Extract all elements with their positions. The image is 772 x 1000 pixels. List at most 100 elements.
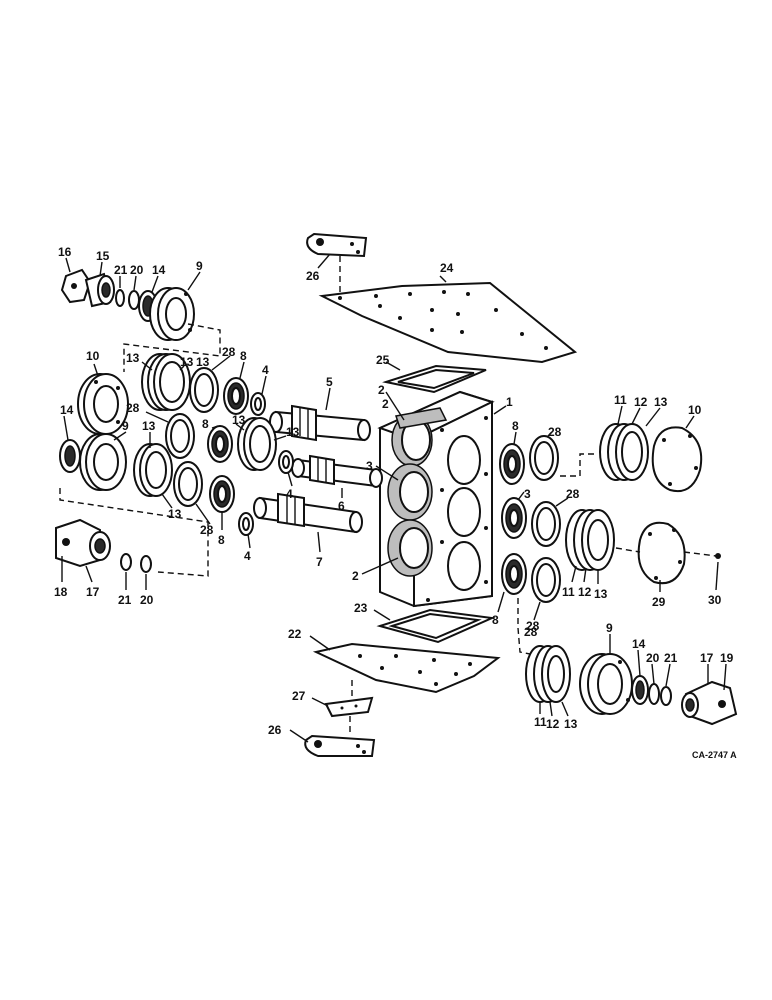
label-9-right: 9 xyxy=(606,621,613,635)
leader-5 xyxy=(325,387,331,411)
washer-20-top xyxy=(128,290,140,310)
label-2-top: 2 xyxy=(378,383,385,397)
leader-12-b xyxy=(583,567,587,583)
label-9-mid: 9 xyxy=(122,419,129,433)
leader-28-a xyxy=(211,355,231,371)
leader-13-f xyxy=(161,493,173,509)
shaft-6 xyxy=(291,454,383,488)
yoke-17-19-right xyxy=(681,680,738,726)
leader-21-c xyxy=(665,663,671,687)
leader-16 xyxy=(65,257,71,273)
leader-1 xyxy=(493,405,507,415)
label-14-mid: 14 xyxy=(60,403,74,417)
leader-7 xyxy=(317,531,321,553)
shim-pack-right-bottom xyxy=(525,645,571,703)
leader-4-top xyxy=(261,375,267,395)
leader-3 xyxy=(375,465,399,481)
top-mounting-bracket xyxy=(306,232,368,258)
label-30: 30 xyxy=(708,593,722,607)
drawing-code: CA-2747 A xyxy=(692,750,737,760)
yoke-18-17 xyxy=(55,518,111,568)
leader-13-g xyxy=(645,407,661,427)
leader-12-c xyxy=(549,701,553,717)
leader-15 xyxy=(99,261,103,277)
label-20-right: 20 xyxy=(646,651,660,665)
leader-14-b xyxy=(63,415,69,441)
label-8-right-top: 8 xyxy=(512,419,519,433)
race-28-left-top xyxy=(189,367,219,413)
label-3-right: 3 xyxy=(524,487,531,501)
label-26-top: 26 xyxy=(306,269,320,283)
label-21-right: 21 xyxy=(664,651,678,665)
label-12-mid: 12 xyxy=(578,585,592,599)
shim-plate xyxy=(324,696,374,718)
top-cover-plate xyxy=(318,281,578,364)
label-17-left: 17 xyxy=(86,585,100,599)
label-13-e: 13 xyxy=(142,419,156,433)
bearing-8-right-mid xyxy=(501,497,527,539)
race-28-right-bottom xyxy=(531,557,561,603)
label-13-c: 13 xyxy=(232,413,246,427)
leader-25 xyxy=(385,361,401,371)
leader-28-d xyxy=(547,431,553,437)
leader-11-b xyxy=(571,565,577,583)
shim-pack-right-top xyxy=(599,423,649,481)
label-8-b: 8 xyxy=(202,417,209,431)
cover-10-left xyxy=(77,373,129,435)
leader-13-i xyxy=(561,701,569,717)
label-13-extra: 13 xyxy=(196,355,210,369)
leader-27 xyxy=(311,697,329,707)
label-20-left: 20 xyxy=(140,593,154,607)
shaft-7 xyxy=(253,492,363,534)
dash-right-mid xyxy=(615,547,717,557)
label-8-a: 8 xyxy=(240,349,247,363)
label-6: 6 xyxy=(338,499,345,513)
leader-14-c xyxy=(637,649,641,677)
leader-9-b xyxy=(113,431,127,441)
label-4-top: 4 xyxy=(262,363,269,377)
leader-19 xyxy=(723,663,727,691)
cover-29 xyxy=(637,521,686,585)
label-27: 27 xyxy=(292,689,306,703)
washer-20-left xyxy=(140,555,152,573)
race-28-left-mid xyxy=(165,413,195,459)
leader-11-a xyxy=(617,405,623,425)
dash-left-bottom xyxy=(59,488,209,577)
label-8-c: 8 xyxy=(218,533,225,547)
label-3: 3 xyxy=(366,459,373,473)
leader-2-bottom xyxy=(361,557,399,575)
label-24: 24 xyxy=(440,261,454,275)
leader-14-a xyxy=(151,275,159,293)
leader-8-d xyxy=(513,431,517,445)
shim-pack-right-mid xyxy=(565,509,615,571)
bearing-8-right-bottom xyxy=(501,553,527,595)
label-22: 22 xyxy=(288,627,302,641)
washer-20-right xyxy=(648,683,660,705)
label-28-extra: 28 xyxy=(524,625,538,639)
leader-8-a xyxy=(239,361,245,379)
spacer-4-mid xyxy=(278,450,294,474)
label-11-top: 11 xyxy=(614,393,627,407)
top-gasket xyxy=(382,364,487,394)
leader-3-right xyxy=(517,491,525,501)
label-23: 23 xyxy=(354,601,368,615)
leader-13-d xyxy=(273,435,287,441)
leader-28-c xyxy=(195,503,211,525)
leader-13-b xyxy=(179,365,185,371)
label-12-bottom: 12 xyxy=(546,717,560,731)
leader-26-bottom xyxy=(289,729,309,743)
label-13-a: 13 xyxy=(126,351,140,365)
label-13-b: 13 xyxy=(180,355,194,369)
yoke-16 xyxy=(60,268,92,304)
label-11-bottom: 11 xyxy=(534,715,547,729)
plug-30 xyxy=(715,553,721,559)
label-13-right-top: 13 xyxy=(654,395,668,409)
leader-20-c xyxy=(651,663,655,685)
label-2-bottom: 2 xyxy=(352,569,359,583)
bearing-8-right-top xyxy=(499,443,525,485)
label-4-mid: 4 xyxy=(286,487,293,501)
label-26-bottom: 26 xyxy=(268,723,282,737)
leader-8-e xyxy=(497,591,505,613)
leader-22 xyxy=(309,635,331,651)
label-13-right-bottom: 13 xyxy=(564,717,578,731)
